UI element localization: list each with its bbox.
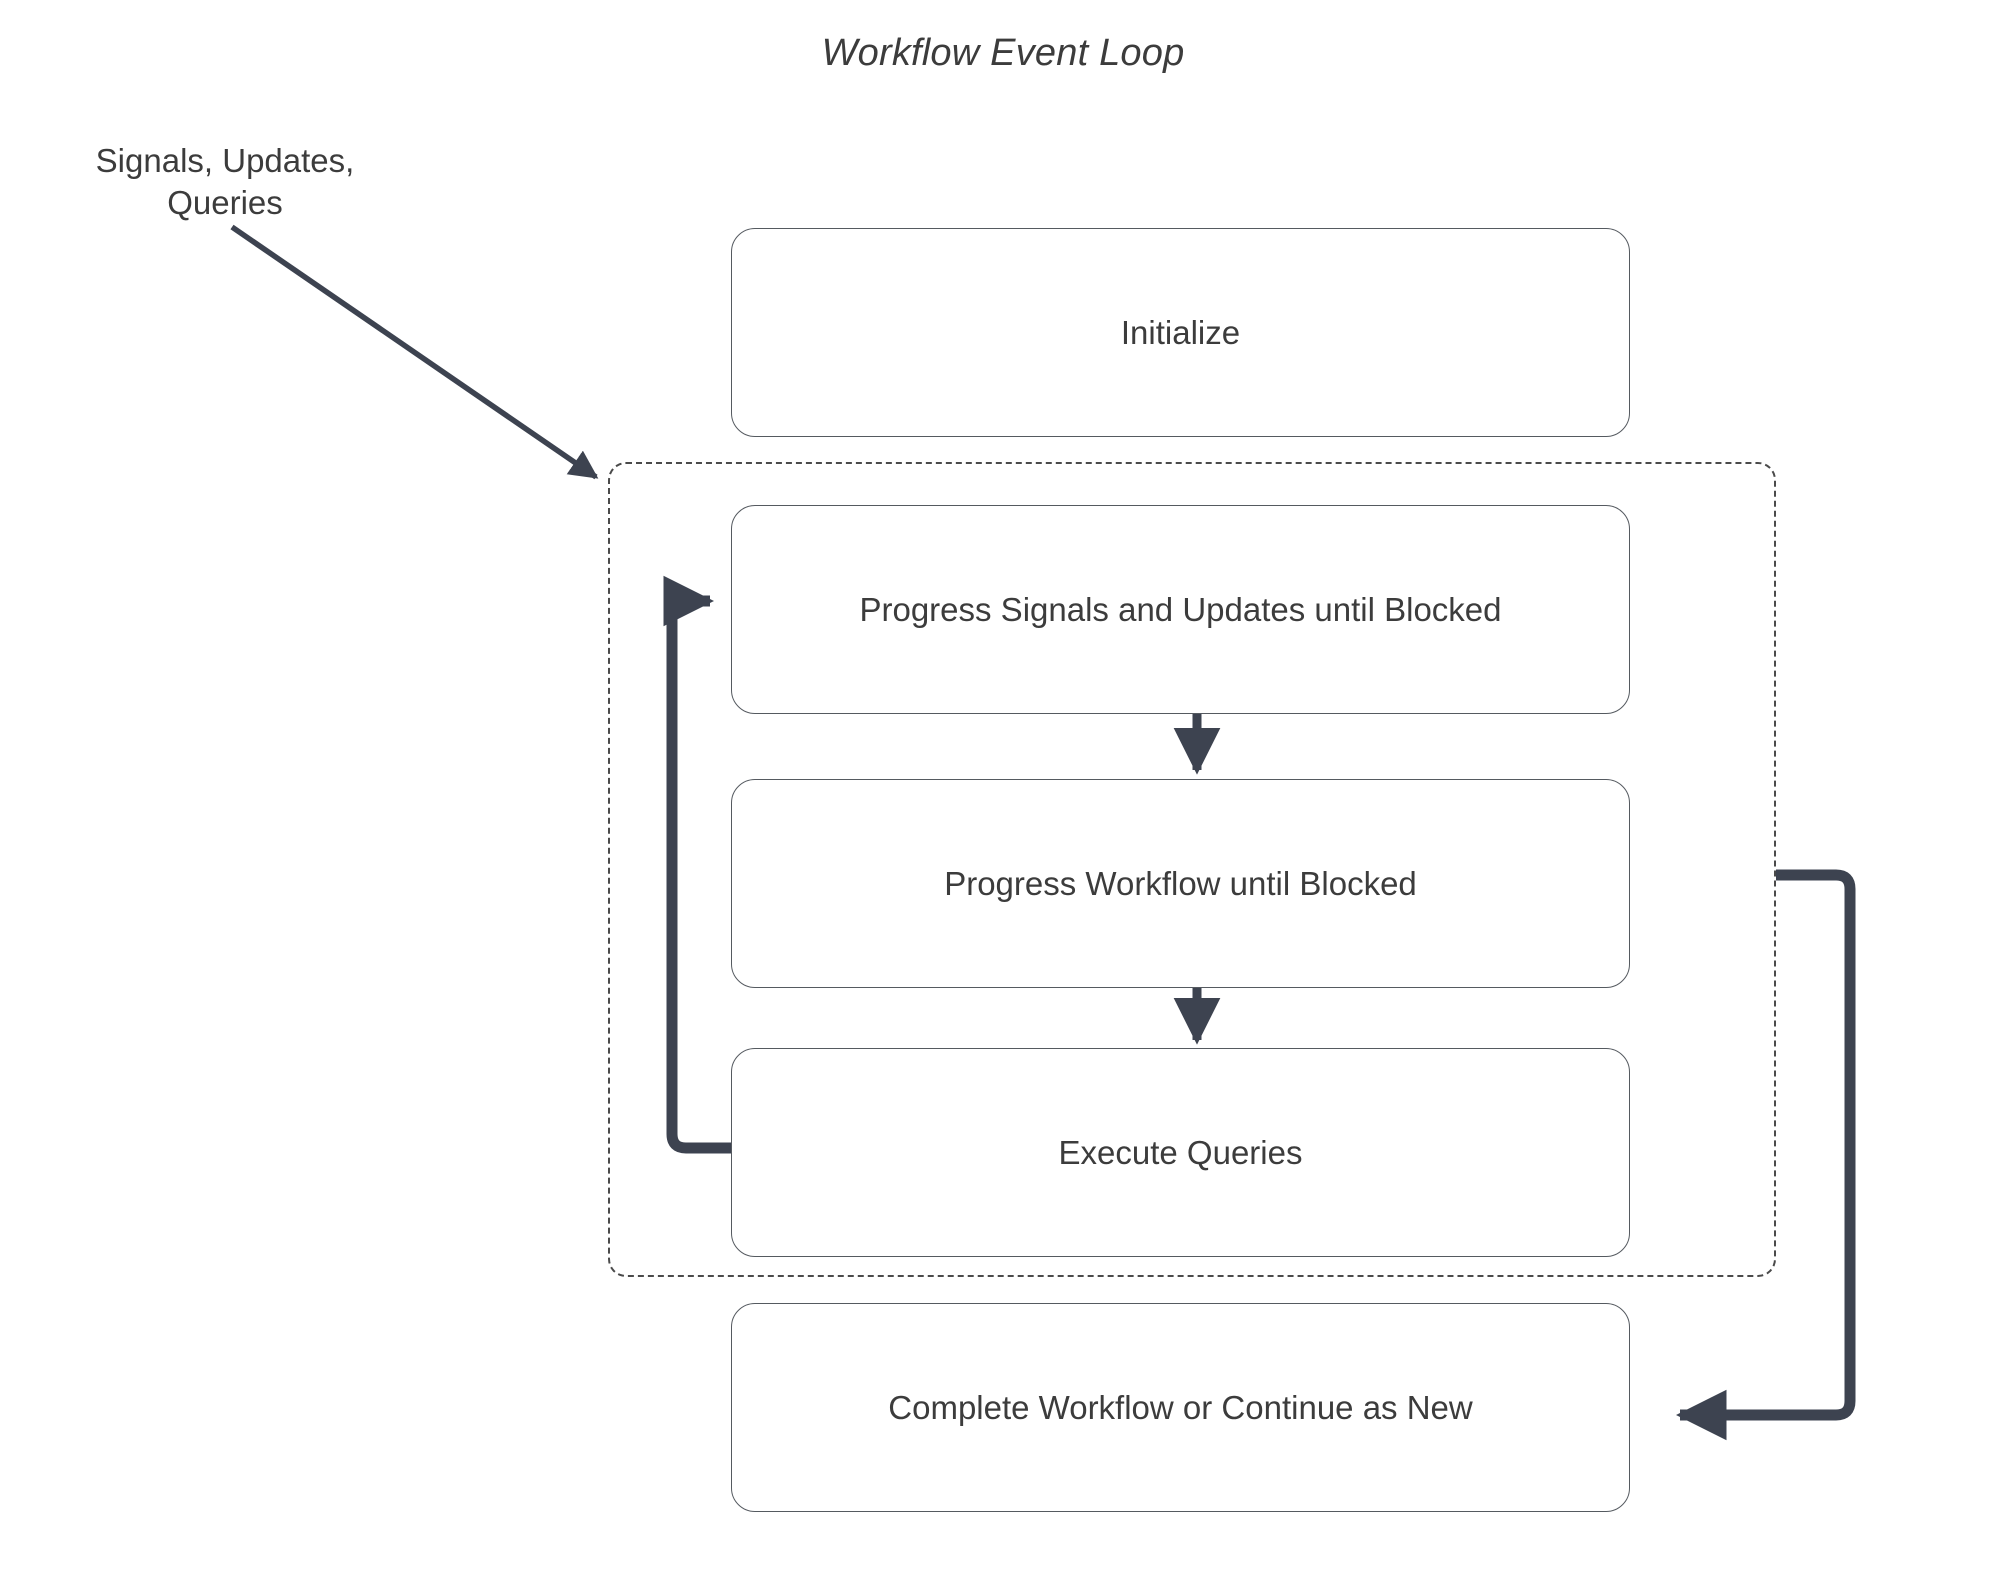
node-initialize-label: Initialize	[1120, 313, 1241, 351]
node-initialize[interactable]: Initialize	[731, 228, 1630, 437]
connector-queries-loop-back	[663, 575, 731, 1154]
node-complete-workflow[interactable]: Complete Workflow or Continue as New	[731, 1303, 1630, 1512]
event-loop-group	[608, 462, 1776, 1277]
node-progress-workflow-label: Progress Workflow until Blocked	[944, 864, 1417, 902]
external-input-label-line1: Signals, Updates,	[95, 142, 355, 179]
connector-signals-into-loop	[230, 224, 599, 480]
external-input-label: Signals, Updates, Queries	[10, 140, 440, 224]
node-progress-signals-label: Progress Signals and Updates until Block…	[859, 590, 1502, 628]
page-title: Workflow Event Loop	[821, 32, 1185, 74]
connector-loop-to-complete	[1675, 869, 1856, 1441]
node-execute-queries[interactable]: Execute Queries	[731, 1048, 1630, 1257]
node-complete-workflow-label: Complete Workflow or Continue as New	[888, 1388, 1473, 1426]
node-progress-signals[interactable]: Progress Signals and Updates until Block…	[731, 505, 1630, 714]
node-execute-queries-label: Execute Queries	[1058, 1133, 1303, 1171]
node-progress-workflow[interactable]: Progress Workflow until Blocked	[731, 779, 1630, 988]
external-input-label-line2: Queries	[167, 184, 283, 221]
